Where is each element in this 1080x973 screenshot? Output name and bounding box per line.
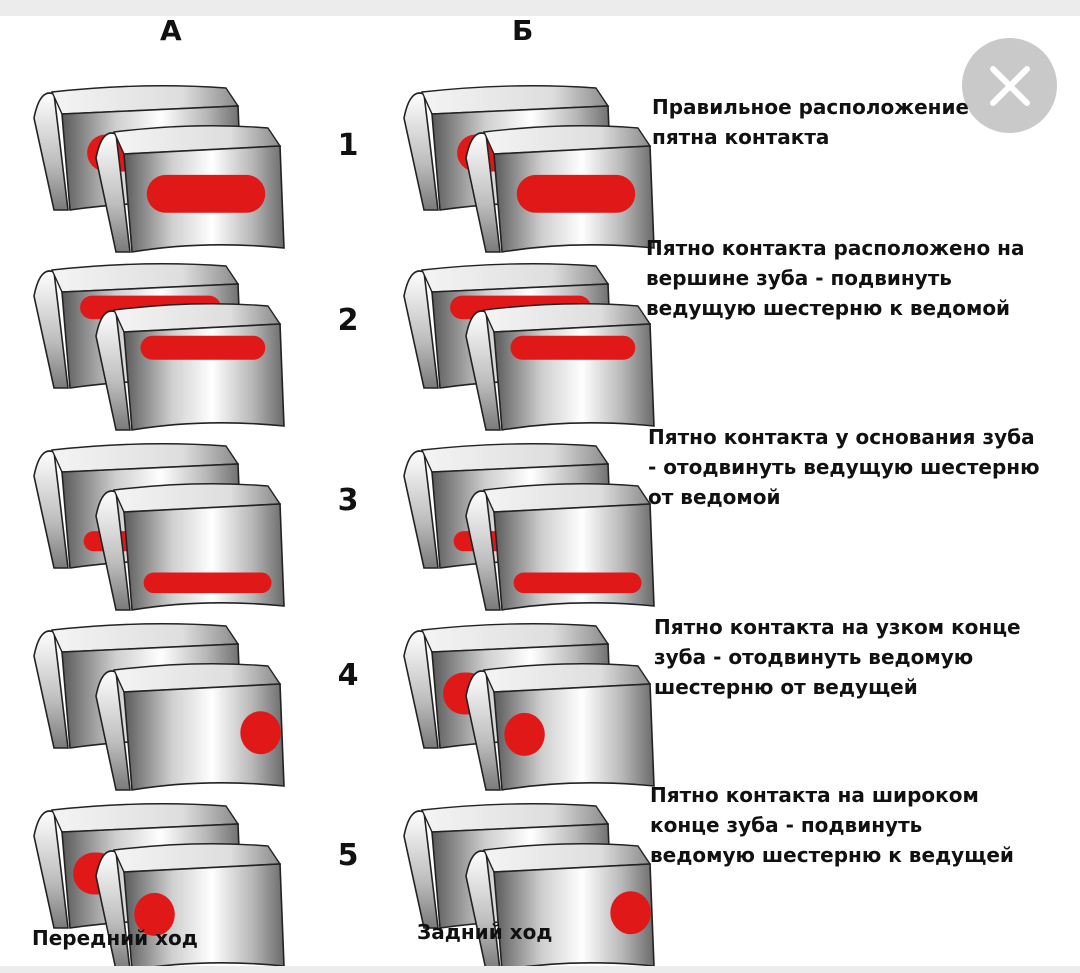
tooth-pair-b-3 <box>403 443 655 611</box>
tooth-pair-b-5 <box>403 803 655 971</box>
tooth-pair-b-4 <box>403 623 655 791</box>
contact-patch-front-a-4 <box>240 711 281 755</box>
top-bar <box>0 0 1080 16</box>
front-tooth-b-4 <box>465 663 655 791</box>
tooth-pair-a-1 <box>33 85 285 253</box>
tooth-pair-b-1 <box>403 85 655 253</box>
description-1: Правильное расположение пятна контакта <box>652 95 970 149</box>
row-number-2: 2 <box>337 303 359 338</box>
contact-patch-front-a-2 <box>140 335 266 360</box>
row-number-3: 3 <box>337 483 359 518</box>
contact-patch-front-b-1 <box>516 174 636 213</box>
contact-patch-front-a-5 <box>134 892 175 936</box>
contact-patch-front-b-3 <box>513 572 642 594</box>
front-tooth-a-4 <box>95 663 285 791</box>
contact-patch-front-b-5 <box>610 891 651 935</box>
tooth-pair-a-4 <box>33 623 285 791</box>
tooth-pair-a-2 <box>33 263 285 431</box>
front-tooth-a-5 <box>95 843 285 971</box>
close-button[interactable] <box>962 38 1057 133</box>
contact-patch-front-a-3 <box>143 572 272 594</box>
contact-patch-front-a-1 <box>146 174 266 213</box>
front-tooth-b-5 <box>465 843 655 971</box>
caption-forward: Передний ход <box>32 926 198 950</box>
row-number-4: 4 <box>337 658 359 693</box>
tooth-pair-a-5 <box>33 803 285 971</box>
description-5: Пятно контакта на широком конце зуба - п… <box>650 783 1014 867</box>
row-number-5: 5 <box>337 838 359 873</box>
column-header-b: Б <box>512 14 534 47</box>
bottom-bar <box>0 966 1080 973</box>
tooth-pair-b-2 <box>403 263 655 431</box>
row-number-1: 1 <box>337 128 359 163</box>
description-3: Пятно контакта у основания зуба - отодви… <box>648 425 1040 509</box>
tooth-pair-a-3 <box>33 443 285 611</box>
description-4: Пятно контакта на узком конце зуба - ото… <box>654 615 1021 699</box>
description-2: Пятно контакта расположено на вершине зу… <box>646 236 1025 320</box>
contact-patch-front-b-4 <box>504 712 545 756</box>
contact-patch-front-b-2 <box>510 335 636 360</box>
caption-reverse: Задний ход <box>417 920 553 944</box>
column-header-a: А <box>160 14 182 47</box>
close-icon <box>989 65 1030 106</box>
